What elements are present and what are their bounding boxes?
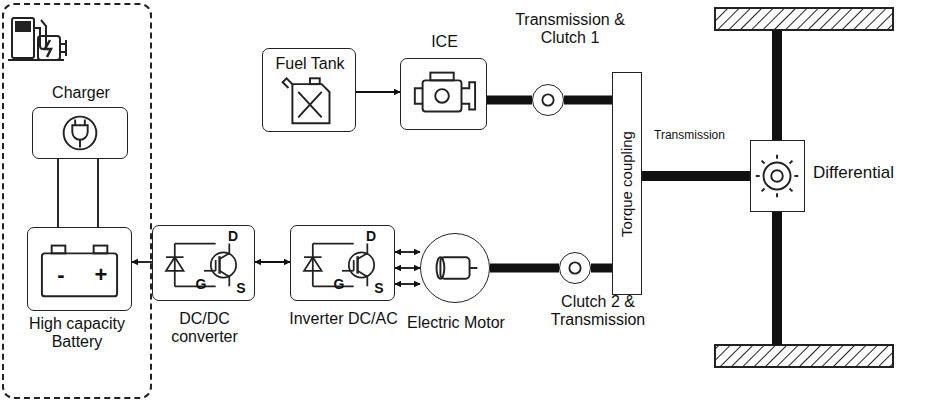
node-label: Electric Motor — [406, 314, 506, 332]
node-label: Inverter DC/AC — [287, 310, 400, 328]
differential-box: Differential — [750, 140, 805, 212]
wire-connector — [356, 91, 400, 93]
node-label: Torque coupling — [618, 131, 635, 237]
node-label: Clutch 2 & Transmission — [538, 293, 658, 330]
shaft-connector — [642, 171, 750, 181]
wire-connector — [255, 261, 290, 263]
battery-box: -+ — [27, 227, 132, 311]
wire-connector — [395, 251, 420, 253]
node-label: Differential — [813, 163, 925, 183]
edge-label: Transmission — [652, 128, 727, 142]
node-label: - — [50, 262, 72, 287]
electric-motor: Electric Motor — [420, 233, 490, 303]
plug-icon — [33, 108, 127, 158]
wheel-bottom — [715, 345, 893, 367]
wheel-top — [715, 8, 893, 30]
torque-coupling-box: Torque coupling — [612, 72, 642, 295]
shaft-connector — [490, 264, 559, 273]
node-label: G — [331, 276, 347, 292]
node-label: High capacity Battery — [6, 315, 148, 352]
gear-icon — [751, 141, 804, 211]
wire-connector — [132, 261, 152, 263]
fuel-tank-box: Fuel Tank — [262, 48, 356, 132]
wire-connector — [395, 283, 420, 285]
battery-pack-group: High capacity Battery Charger -+ — [2, 3, 152, 399]
clutch-1: Transmission & Clutch 1 — [532, 84, 564, 116]
node-label: ICE — [401, 33, 488, 51]
engine-box: ICE — [400, 58, 487, 130]
node-label: S — [371, 280, 387, 296]
node-label: G — [193, 276, 209, 292]
clutch-icon — [533, 85, 563, 115]
fuel-pump-icon — [8, 18, 66, 60]
wire-connector — [97, 159, 99, 227]
node-label: D — [225, 228, 241, 244]
inverter-box: DGSInverter DC/AC — [290, 225, 395, 301]
clutch-icon — [560, 253, 590, 283]
battery-icon — [28, 228, 131, 310]
node-label: S — [233, 280, 249, 296]
clutch-2: Clutch 2 & Transmission — [559, 252, 591, 284]
engine-icon — [401, 59, 486, 129]
node-label: Fuel Tank — [263, 55, 357, 73]
shaft-connector — [564, 96, 612, 105]
shaft-connector — [487, 96, 532, 105]
dc-dc-converter-box: DGSDC/DC converter — [152, 225, 255, 301]
node-label: Charger — [33, 84, 129, 102]
charger-box: Charger — [32, 107, 128, 159]
motor-icon — [421, 234, 489, 302]
node-label: + — [90, 262, 112, 287]
shaft-connector — [591, 264, 612, 273]
wire-connector — [395, 267, 420, 269]
node-label: Transmission & Clutch 1 — [505, 11, 635, 48]
wire-connector — [57, 159, 59, 227]
node-label: D — [363, 228, 379, 244]
node-label: DC/DC converter — [149, 310, 260, 347]
